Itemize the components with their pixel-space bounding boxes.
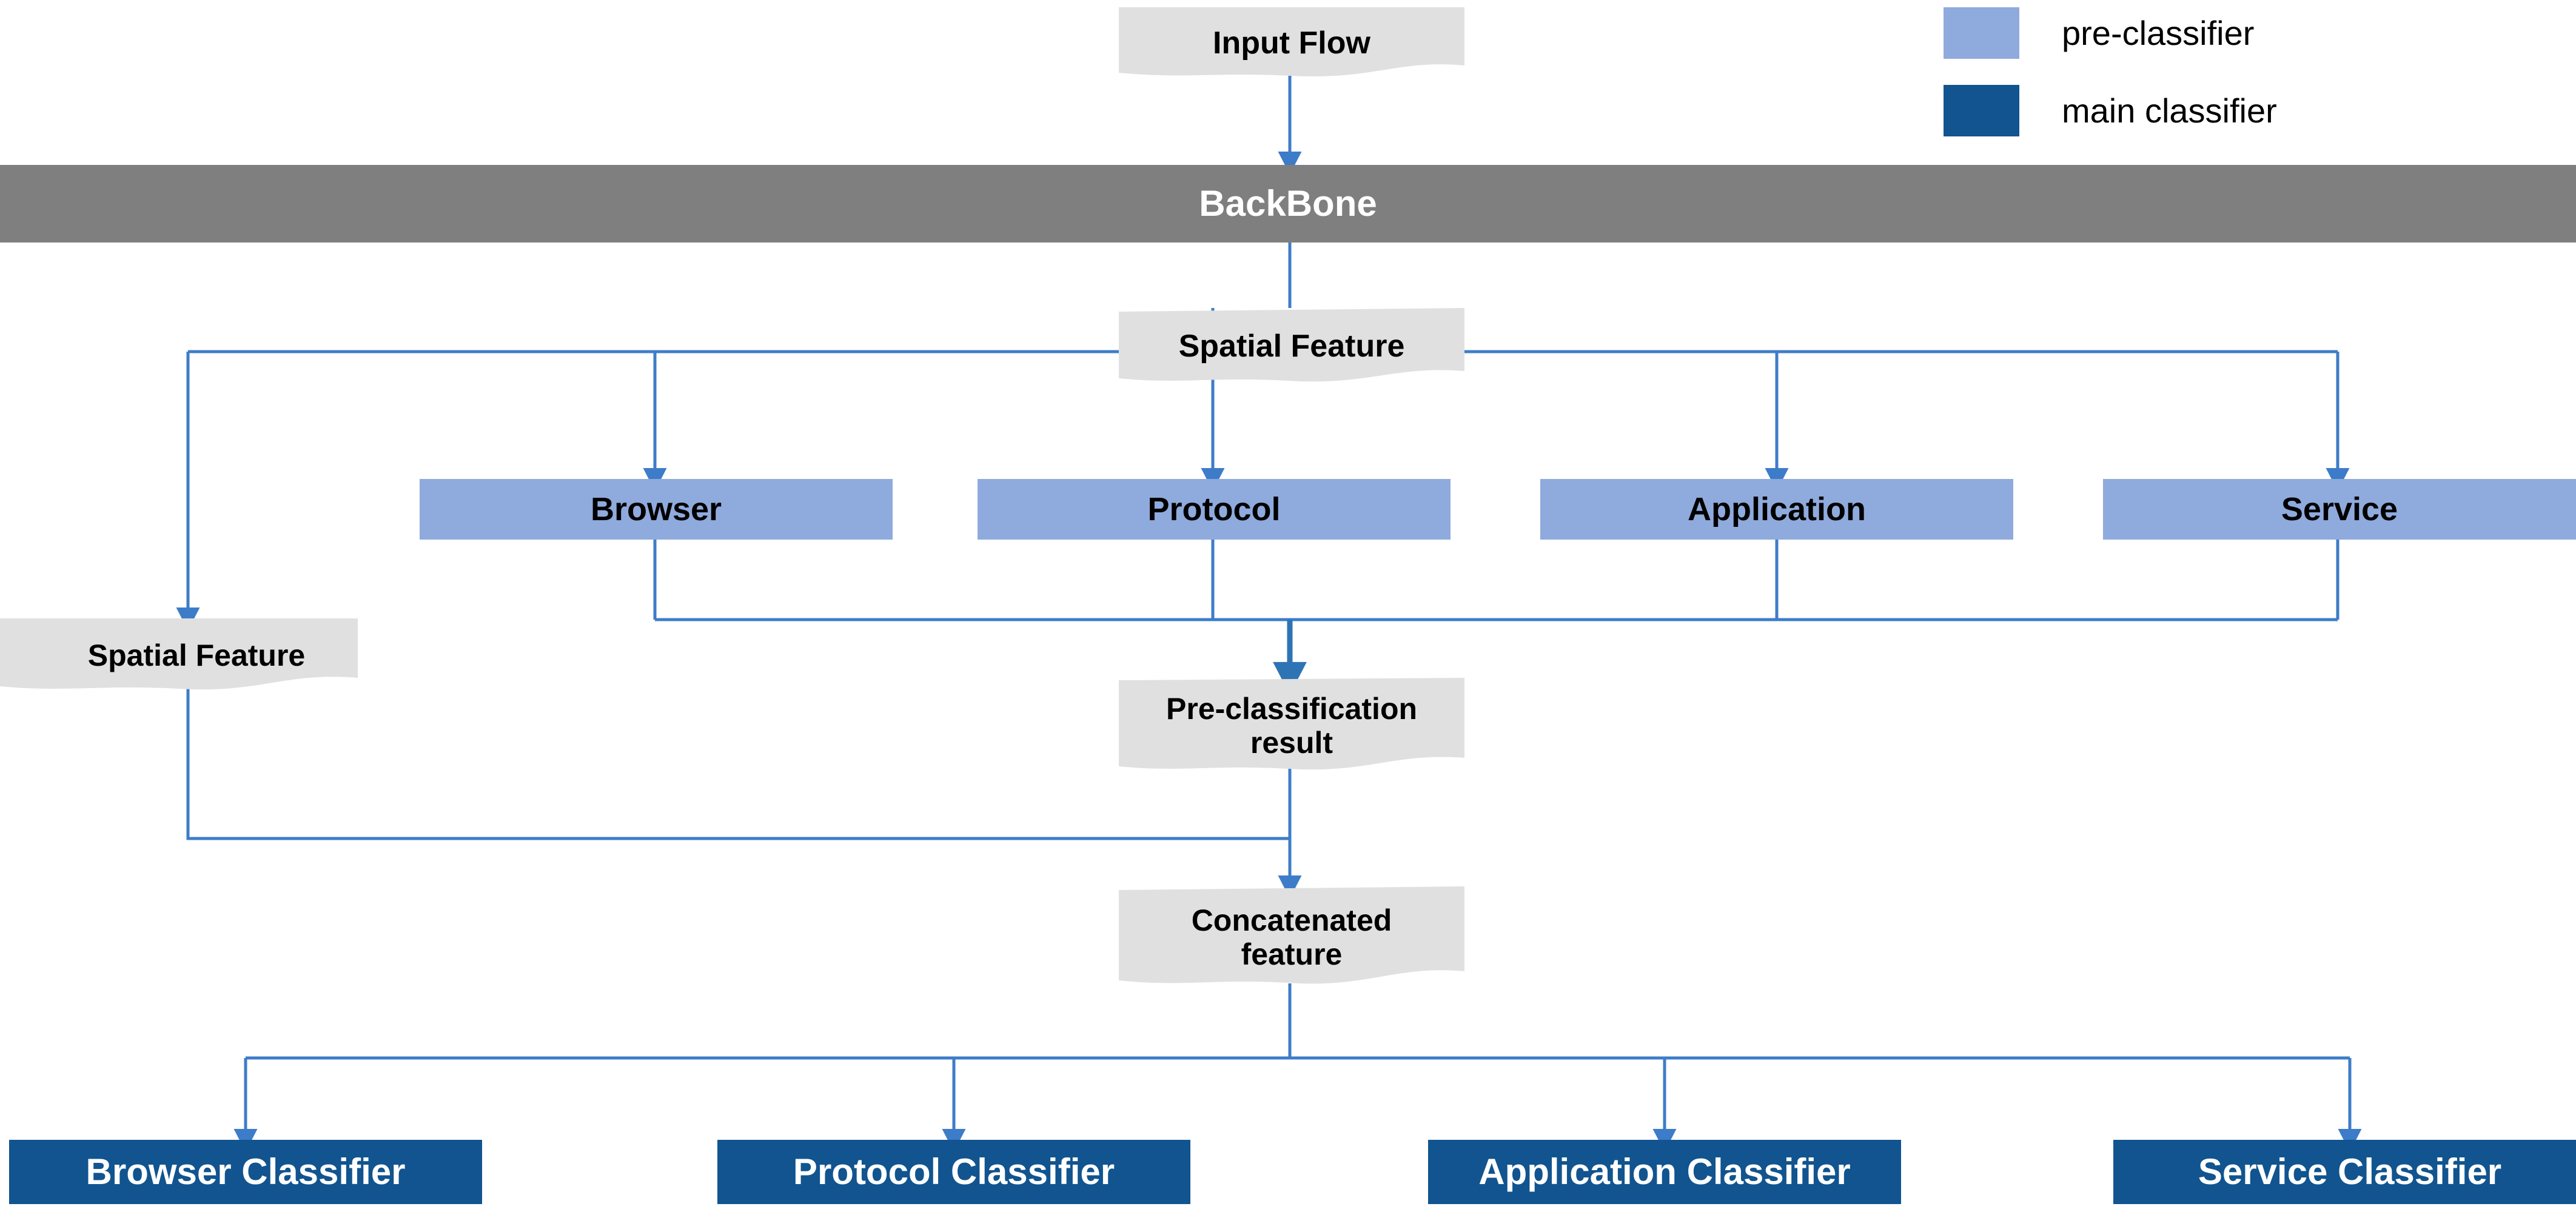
preclassifier-application[interactable]: Application (1540, 479, 2013, 540)
classifier-service-label: Service Classifier (2198, 1151, 2502, 1193)
node-pre-classification-result-line2: result (1250, 726, 1333, 760)
node-backbone: BackBone (0, 165, 2576, 243)
preclassifier-protocol-label: Protocol (1147, 490, 1281, 527)
preclassifier-browser-label: Browser (590, 490, 722, 527)
node-spatial-feature-main-label: Spatial Feature (1178, 328, 1405, 364)
preclassifier-service-label: Service (2281, 490, 2398, 527)
classifier-service[interactable]: Service Classifier (2113, 1140, 2576, 1204)
classifier-application-label: Application Classifier (1478, 1151, 1851, 1193)
node-spatial-feature-left: Spatial Feature (0, 618, 358, 692)
node-spatial-feature-main: Spatial Feature (1119, 308, 1464, 384)
document-shape (1119, 678, 1464, 770)
node-input-flow-label: Input Flow (1213, 25, 1370, 61)
legend-swatch-main-classifier (1944, 85, 2019, 136)
classifier-application[interactable]: Application Classifier (1428, 1140, 1901, 1204)
legend-label-main-classifier: main classifier (2062, 92, 2277, 130)
node-pre-classification-result-line1: Pre-classification (1166, 692, 1418, 726)
edge-concatenated-to-fanout-bus (246, 983, 2350, 1060)
classifier-browser-label: Browser Classifier (86, 1151, 406, 1193)
document-shape (1119, 886, 1464, 984)
node-backbone-label: BackBone (1199, 183, 1377, 224)
node-concatenated-feature-line1: Concatenated (1191, 903, 1392, 937)
classifier-protocol[interactable]: Protocol Classifier (717, 1140, 1190, 1204)
document-shape (0, 618, 358, 690)
node-concatenated-feature: Concatenated feature (1119, 886, 1464, 988)
document-shape (1119, 7, 1464, 76)
classifier-protocol-label: Protocol Classifier (793, 1151, 1115, 1193)
node-input-flow: Input Flow (1119, 7, 1464, 79)
preclassifier-application-label: Application (1688, 490, 1866, 527)
classifier-browser[interactable]: Browser Classifier (9, 1140, 482, 1204)
node-concatenated-feature-label: Concatenated feature (1184, 903, 1400, 971)
node-concatenated-feature-line2: feature (1241, 937, 1343, 971)
document-shape (1119, 308, 1464, 382)
legend-swatch-pre-classifier (1944, 7, 2019, 59)
legend-label-pre-classifier: pre-classifier (2062, 14, 2255, 52)
node-pre-classification-result: Pre-classification result (1119, 678, 1464, 774)
preclassifier-protocol[interactable]: Protocol (978, 479, 1451, 540)
node-spatial-feature-left-label: Spatial Feature (87, 638, 306, 672)
node-pre-classification-result-label: Pre-classification result (1159, 692, 1424, 760)
preclassifier-browser[interactable]: Browser (420, 479, 893, 540)
preclassifier-service[interactable]: Service (2103, 479, 2576, 540)
edge-preclassifier-collection-bus (653, 540, 2340, 621)
